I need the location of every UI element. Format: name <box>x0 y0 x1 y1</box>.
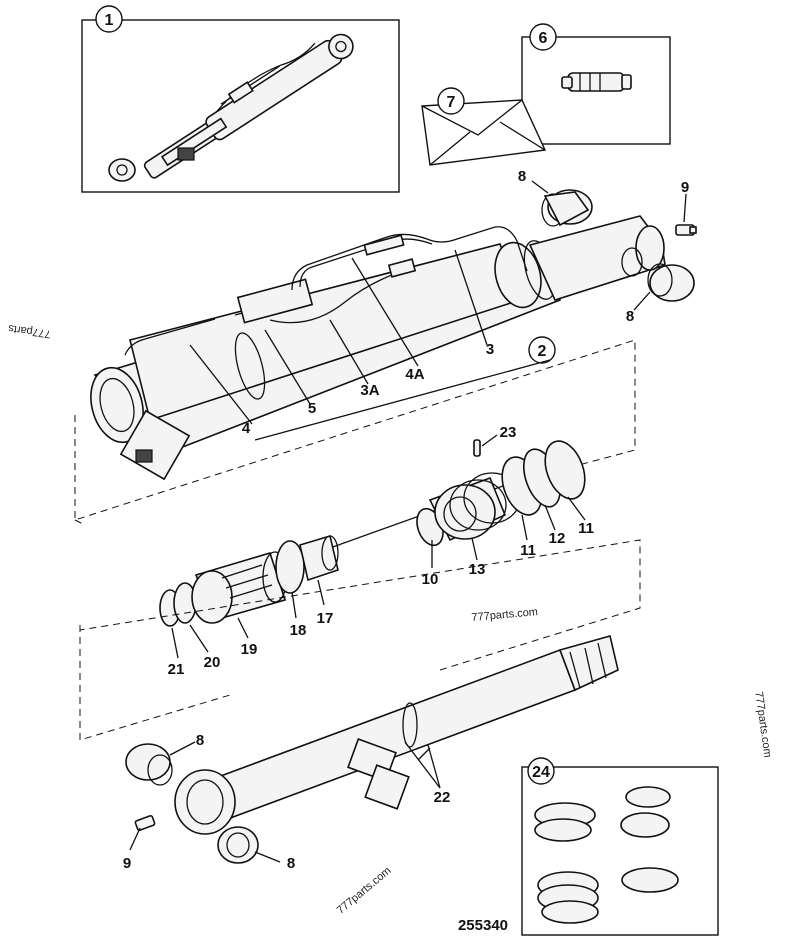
leader-lines <box>129 180 687 863</box>
bushing-8-lower-left <box>125 743 173 786</box>
watermark-middle: 777parts.com <box>471 606 538 624</box>
grease-nipple-9-top <box>675 224 697 236</box>
label-17: 17 <box>317 610 334 627</box>
label-21: 21 <box>168 661 185 678</box>
label-23: 23 <box>500 424 517 441</box>
watermark-bottom: 777parts.com <box>335 865 394 917</box>
cylinder-barrel <box>90 215 666 481</box>
drawing-number: 255340 <box>458 917 508 934</box>
label-9-lower: 9 <box>123 855 131 872</box>
callout-24-text: 24 <box>532 764 550 781</box>
group-boundary-22 <box>79 539 641 741</box>
gland-assembly <box>159 534 339 627</box>
bushing-8-lower-right <box>217 826 259 864</box>
label-11-right: 11 <box>578 520 594 537</box>
label-3a: 3A <box>360 382 379 399</box>
label-8-right: 8 <box>626 308 634 325</box>
label-8-lower-left: 8 <box>196 732 204 749</box>
label-4a: 4A <box>405 366 424 383</box>
label-18: 18 <box>290 622 307 639</box>
label-9-top: 9 <box>681 179 689 196</box>
label-12: 12 <box>549 530 566 547</box>
label-13: 13 <box>469 561 486 578</box>
callout-1 <box>95 5 123 33</box>
label-4: 4 <box>242 420 251 437</box>
label-3: 3 <box>486 341 494 358</box>
label-5: 5 <box>308 400 316 417</box>
inset-complete-cylinder: 1 <box>81 5 400 193</box>
label-20: 20 <box>204 654 221 671</box>
watermark-left: 777parts <box>7 322 52 340</box>
inset-grease-nipple: 6 <box>521 23 671 145</box>
bushing-8-top <box>541 189 593 227</box>
label-8-lower-right: 8 <box>287 855 295 872</box>
watermark-right: 777parts.com <box>752 691 773 759</box>
piston-rod <box>174 635 619 835</box>
seal-kit-envelope: 7 <box>421 87 547 166</box>
piston-assembly <box>329 439 586 549</box>
label-22: 22 <box>434 789 451 806</box>
label-19: 19 <box>241 641 258 658</box>
group-boundary-2 <box>74 339 636 521</box>
bushing-8-right <box>647 263 695 302</box>
callout-7-text: 7 <box>447 94 456 111</box>
callout-1-text: 1 <box>105 12 114 29</box>
callout-6-text: 6 <box>539 30 548 47</box>
label-10: 10 <box>422 571 439 588</box>
callout-2-text: 2 <box>538 343 547 360</box>
label-8-top: 8 <box>518 168 526 185</box>
label-11-left: 11 <box>520 542 536 559</box>
grease-nipple-9-lower <box>134 814 156 832</box>
inset-seal-kit: 24 <box>521 757 719 936</box>
